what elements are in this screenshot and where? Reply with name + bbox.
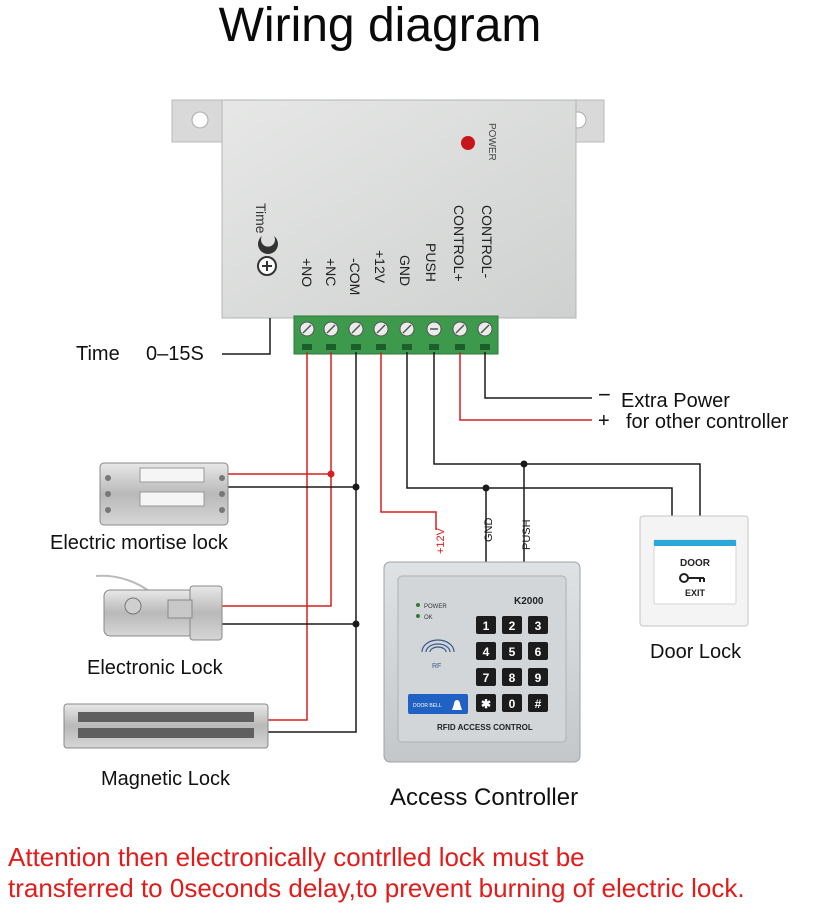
terminal-label-com: -COM xyxy=(347,258,363,295)
key-6: 6 xyxy=(535,645,542,659)
power-led-icon xyxy=(461,136,475,150)
access-controller-keypad: K2000 POWER OK RF DOOR BELL 1 2 3 4 5 xyxy=(383,561,581,763)
controller-box: POWER Time +NO +NC -COM +12V GND PUSH CO… xyxy=(171,99,605,319)
minus-sign: − xyxy=(598,382,611,407)
electronic-lock-label: Electronic Lock xyxy=(87,657,223,679)
key-4: 4 xyxy=(483,645,490,659)
doorbell-label: DOOR BELL xyxy=(413,703,442,709)
terminal-label-no: +NO xyxy=(299,258,315,287)
other-controller-label: for other controller xyxy=(626,411,789,433)
terminal-label-push: PUSH xyxy=(423,243,439,282)
door-lock-label: Door Lock xyxy=(650,641,742,663)
magnetic-lock-label: Magnetic Lock xyxy=(101,768,230,790)
key-5: 5 xyxy=(509,645,516,659)
wire-junctions xyxy=(327,460,528,628)
electric-mortise-lock-label: Electric mortise lock xyxy=(50,532,228,554)
keypad-footer-label: RFID ACCESS CONTROL xyxy=(437,723,533,732)
attention-note: Attention then electronically contrlled … xyxy=(8,842,833,904)
door-exit-button: DOOR EXIT xyxy=(639,515,749,627)
terminal-label-gnd: GND xyxy=(397,255,413,286)
exit-button-door-label: DOOR xyxy=(680,558,711,569)
wire-label-gnd: GND xyxy=(483,518,495,543)
key-8: 8 xyxy=(509,671,516,685)
plus-sign: + xyxy=(598,410,610,432)
terminal-label-control-plus: CONTROL+ xyxy=(451,205,467,282)
rfid-waves-icon xyxy=(421,639,455,653)
attention-line-1: Attention then electronically contrlled … xyxy=(8,842,585,872)
terminal-label-nc: +NC xyxy=(323,258,339,286)
time-dial-label: Time xyxy=(253,203,269,234)
magnetic-lock-image xyxy=(63,703,269,749)
terminal-label-control-minus: CONTROL- xyxy=(479,205,495,278)
key-3: 3 xyxy=(535,619,542,633)
keypad-power-label: POWER xyxy=(424,604,447,610)
key-star: ✱ xyxy=(481,697,491,711)
time-range-label: 0–15S xyxy=(146,343,204,365)
wire-label-push: PUSH xyxy=(521,519,533,550)
power-label: POWER xyxy=(486,123,497,161)
attention-line-2: transferred to 0seconds delay,to prevent… xyxy=(8,873,745,903)
wire-label-12v: +12V xyxy=(435,527,447,554)
keypad-keys: 1 2 3 4 5 6 7 8 9 ✱ 0 # xyxy=(476,616,548,712)
extra-power-label: Extra Power xyxy=(621,390,730,412)
time-label: Time xyxy=(76,343,120,365)
key-1: 1 xyxy=(483,619,490,633)
key-0: 0 xyxy=(509,697,516,711)
key-icon xyxy=(679,573,705,583)
electronic-lock-image xyxy=(95,574,223,641)
black-wires xyxy=(218,352,701,733)
bell-icon xyxy=(452,700,462,710)
key-7: 7 xyxy=(483,671,490,685)
keypad-ok-label: OK xyxy=(424,615,433,621)
access-controller-label: Access Controller xyxy=(390,784,579,811)
page-title: Wiring diagram xyxy=(218,0,542,52)
key-hash: # xyxy=(535,697,542,711)
red-wires xyxy=(218,352,592,721)
key-2: 2 xyxy=(509,619,516,633)
terminal-label-12v: +12V xyxy=(372,250,388,284)
moon-icon xyxy=(258,236,278,255)
key-9: 9 xyxy=(535,671,542,685)
terminal-block xyxy=(293,315,499,355)
electric-mortise-lock-image xyxy=(99,462,229,526)
keypad-model-label: K2000 xyxy=(514,596,544,607)
rf-label: RF xyxy=(432,663,441,670)
exit-button-exit-label: EXIT xyxy=(685,588,706,598)
